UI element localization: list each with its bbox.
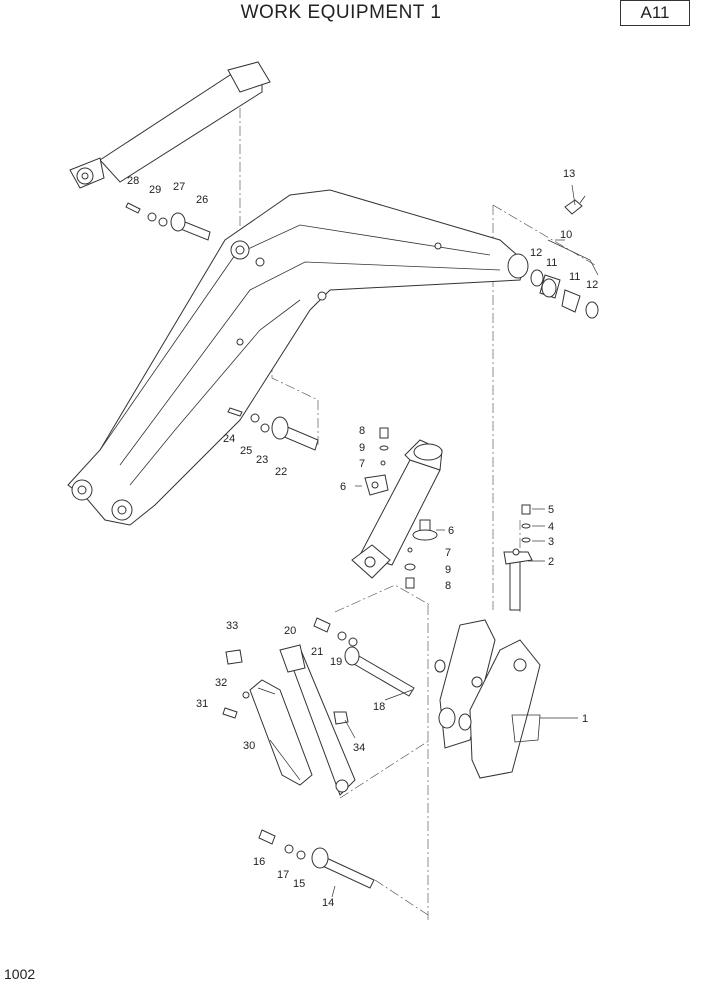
callout-18: 18 (373, 701, 385, 713)
arm-cylinder (351, 439, 443, 579)
leader-lines (269, 184, 599, 898)
callout-10: 10 (560, 229, 572, 241)
callout-22: 22 (275, 466, 287, 478)
callout-20: 20 (284, 625, 296, 637)
callout-7a: 7 (359, 458, 365, 470)
callout-11a: 11 (546, 257, 557, 269)
callout-12b: 12 (586, 279, 598, 291)
callout-23: 23 (256, 454, 268, 466)
callout-14: 14 (322, 897, 334, 909)
callout-12a: 12 (530, 247, 542, 259)
bracket (434, 619, 541, 779)
boom-cylinder (69, 61, 271, 189)
page-number: 1002 (4, 966, 36, 982)
page-code: A11 (640, 3, 670, 22)
callout-9b: 9 (445, 564, 451, 576)
callout-8a: 8 (359, 425, 365, 437)
callout-30: 30 (243, 740, 255, 752)
cover-plate (249, 679, 313, 786)
callout-34: 34 (353, 742, 365, 754)
callout-17: 17 (277, 869, 289, 881)
callout-33: 33 (226, 620, 238, 632)
callout-7b: 7 (445, 547, 451, 559)
callout-28: 28 (127, 175, 139, 187)
callout-24: 24 (223, 433, 235, 445)
callout-6b: 6 (448, 525, 454, 537)
callout-5: 5 (548, 504, 554, 516)
bucket-linkage (279, 644, 356, 796)
callout-labels: 1 2 3 4 5 6 6 7 7 8 8 9 9 10 11 11 12 12… (127, 168, 598, 909)
callout-16: 16 (253, 856, 265, 868)
callout-25: 25 (240, 445, 252, 457)
callout-8b: 8 (445, 580, 451, 592)
callout-27: 27 (173, 181, 185, 193)
callout-4: 4 (548, 521, 554, 533)
callout-3: 3 (548, 536, 554, 548)
callout-1: 1 (582, 713, 588, 725)
callout-13: 13 (563, 168, 575, 180)
callout-9a: 9 (359, 442, 365, 454)
page-code-box: A11 (620, 0, 690, 26)
pins (170, 212, 533, 889)
callout-26: 26 (196, 194, 208, 206)
callout-11b: 11 (569, 271, 580, 283)
boom (67, 189, 529, 526)
callout-6a: 6 (340, 481, 346, 493)
callout-19: 19 (330, 656, 342, 668)
callout-2: 2 (548, 556, 554, 568)
callout-31: 31 (196, 698, 208, 710)
hardware (125, 195, 599, 860)
callout-15: 15 (293, 878, 305, 890)
callout-21: 21 (311, 646, 323, 658)
callout-29: 29 (149, 184, 161, 196)
callout-32: 32 (215, 677, 227, 689)
page-title: WORK EQUIPMENT 1 (240, 2, 442, 23)
